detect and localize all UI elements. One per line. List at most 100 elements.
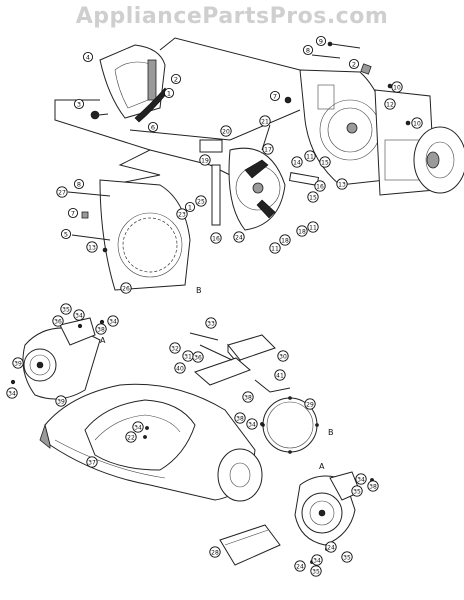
reference-letter-la1: B — [196, 286, 202, 295]
callout-c38b: 38 — [242, 391, 254, 403]
callout-c11c: 11 — [307, 221, 319, 233]
callout-number: 35 — [353, 488, 361, 495]
callout-c8b: 8 — [73, 178, 85, 190]
callout-number: 20 — [222, 128, 230, 135]
callout-circle — [95, 323, 107, 335]
callout-number: 13 — [88, 244, 96, 251]
callout-number: 7 — [273, 92, 277, 100]
callout-number: 3 — [77, 100, 81, 108]
callout-c7a: 7 — [269, 90, 281, 102]
callout-number: 38 — [236, 415, 244, 422]
callout-c39b: 39 — [55, 395, 67, 407]
callout-number: 10 — [413, 120, 421, 127]
callout-c15: 15 — [319, 156, 331, 168]
callout-number: 36 — [54, 318, 62, 325]
callout-c20: 20 — [220, 125, 232, 137]
reference-letter-la2: A — [100, 336, 106, 345]
callout-circle — [351, 485, 363, 497]
callout-circle — [269, 90, 281, 102]
callout-circle — [262, 143, 274, 155]
callout-number: 41 — [276, 372, 284, 379]
callout-circle — [302, 44, 314, 56]
callout-circle — [291, 156, 303, 168]
callout-circle — [147, 121, 159, 133]
callout-number: 31 — [184, 353, 192, 360]
callout-c27: 27 — [56, 186, 68, 198]
callout-circle — [294, 560, 306, 572]
part-wheel — [413, 126, 464, 194]
callout-number: 18 — [298, 228, 306, 235]
part-blower-housing-left — [22, 317, 101, 400]
callout-circle — [274, 369, 286, 381]
callout-c9: 9 — [315, 35, 327, 47]
callout-number: 11 — [306, 153, 314, 160]
callout-c28: 28 — [209, 546, 221, 558]
callout-circle — [341, 551, 353, 563]
callout-c35c: 35 — [341, 551, 353, 563]
callout-circle — [12, 357, 24, 369]
callout-number: 30 — [279, 353, 287, 360]
callout-c22: 22 — [125, 431, 137, 443]
callout-circle — [125, 431, 137, 443]
callout-c15b: 15 — [307, 191, 319, 203]
callout-c34e: 34 — [132, 421, 144, 433]
callout-c18a: 18 — [279, 234, 291, 246]
callout-number: 16 — [212, 235, 220, 242]
callout-circle — [242, 391, 254, 403]
callout-c10b: 10 — [411, 117, 423, 129]
callout-circle — [52, 315, 64, 327]
callout-number: 11 — [271, 245, 279, 252]
callout-c2a: 2 — [170, 73, 182, 85]
callout-circle — [304, 398, 316, 410]
callout-c30: 30 — [277, 350, 289, 362]
callout-circle — [184, 201, 196, 213]
guide-lines — [54, 37, 301, 186]
callout-c25: 25 — [195, 195, 207, 207]
callout-circle — [234, 412, 246, 424]
callout-number: 13 — [338, 181, 346, 188]
callout-c1a: 1 — [163, 87, 175, 99]
callout-circle — [195, 195, 207, 207]
callout-c24c: 24 — [294, 560, 306, 572]
callout-c18b: 18 — [296, 225, 308, 237]
callout-c11b: 11 — [269, 242, 281, 254]
callout-c16a: 16 — [314, 180, 326, 192]
callout-number: 21 — [261, 118, 269, 125]
callout-number: 36 — [194, 354, 202, 361]
callout-circle — [391, 81, 403, 93]
callout-number: 29 — [306, 401, 314, 408]
callout-c38a: 38 — [95, 323, 107, 335]
part-impeller-assembly — [199, 124, 320, 231]
callout-c17: 17 — [262, 143, 274, 155]
callout-number: 35 — [312, 568, 320, 575]
callout-number: 9 — [319, 37, 323, 45]
callout-c34d: 34 — [246, 418, 258, 430]
callout-c12: 12 — [384, 98, 396, 110]
callout-circle — [169, 342, 181, 354]
callout-circle — [132, 421, 144, 433]
callout-c7b: 7 — [67, 207, 79, 219]
callout-number: 34 — [248, 421, 256, 428]
callout-number: 35 — [343, 554, 351, 561]
callout-c24b: 24 — [325, 541, 337, 553]
callout-number: 7 — [71, 209, 75, 217]
callout-c21: 21 — [259, 115, 271, 127]
callout-number: 37 — [88, 459, 96, 466]
callout-c24a: 24 — [233, 231, 245, 243]
callout-circle — [233, 231, 245, 243]
watermark: AppliancePartsPros.com — [75, 4, 389, 29]
callout-number: 16 — [316, 183, 324, 190]
callout-c4: 4 — [82, 51, 94, 63]
callout-circle — [67, 207, 79, 219]
callout-circle — [279, 234, 291, 246]
callout-number: 2 — [352, 60, 356, 68]
callout-circle — [55, 395, 67, 407]
callout-circle — [325, 541, 337, 553]
callout-number: 33 — [207, 320, 215, 327]
callout-circle — [163, 87, 175, 99]
part-housing-12 — [299, 69, 436, 196]
callout-number: 1 — [167, 89, 171, 97]
callout-number: 39 — [57, 398, 65, 405]
callout-c19: 19 — [199, 154, 211, 166]
